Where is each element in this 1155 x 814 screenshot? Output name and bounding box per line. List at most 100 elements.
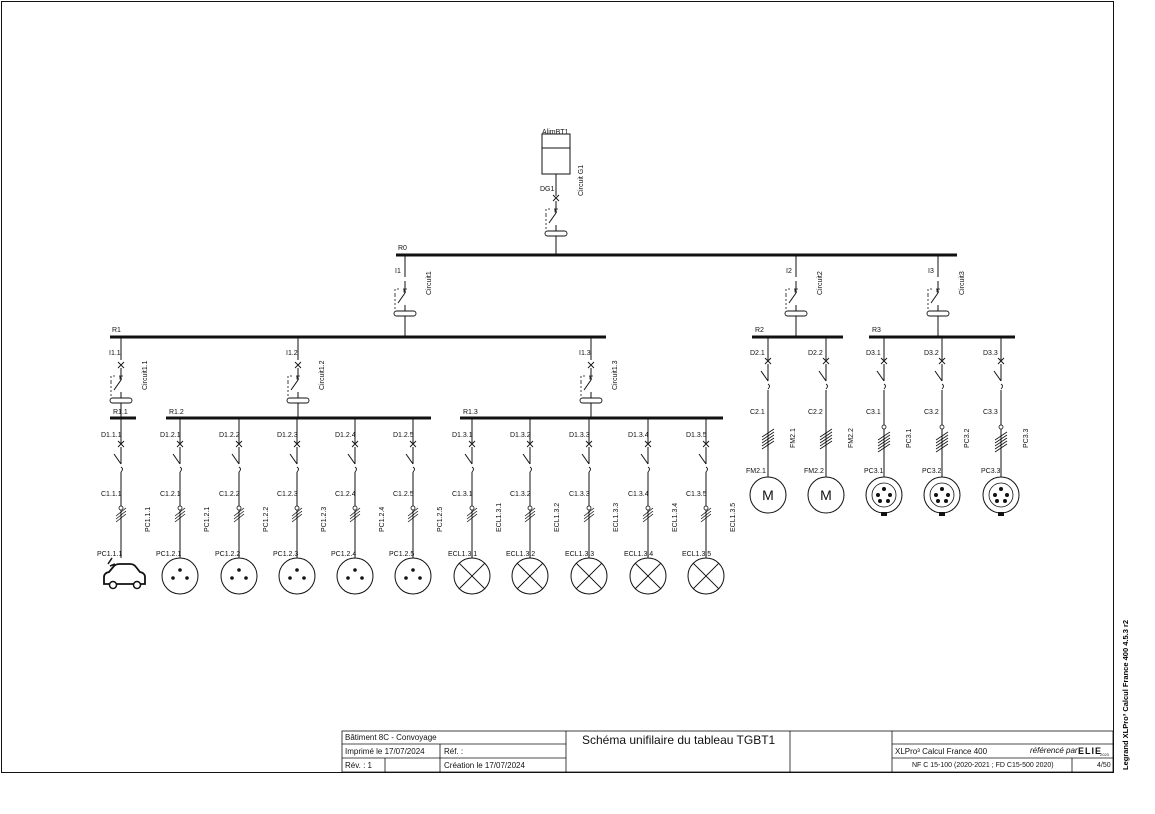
load-PC1.2.4-pin-icon xyxy=(346,576,350,580)
breaker-D1.2.4-label: D1.2.4 xyxy=(335,432,356,439)
breaker-D1.2.5-trip-icon xyxy=(412,466,415,473)
cable-C1.2.4-label: C1.2.4 xyxy=(335,491,356,498)
load-PC3.2-pin-icon xyxy=(944,499,948,503)
incomer-i2-switch-icon xyxy=(788,292,797,304)
breaker-D3.2-switch-icon xyxy=(934,370,943,382)
circuit-Circuit1.2-label: Circuit1.2 xyxy=(319,360,326,390)
cable-C2.2-conductor-icon xyxy=(819,434,833,444)
cable-PC3.3-circuit-label: PC3.3 xyxy=(1023,428,1030,448)
incomer-I1.2-contact-icon xyxy=(296,375,300,380)
load-PC3.3-pin-icon xyxy=(1005,493,1009,497)
load-PC1.1.1-car-icon xyxy=(103,563,146,585)
load-PC3.3-pin-icon xyxy=(993,493,997,497)
breaker-D1.1.1-cross-icon xyxy=(117,440,125,448)
incomer-I1.1-label: I1.1 xyxy=(109,350,121,357)
incomer-I1.3-toroid-icon xyxy=(579,397,603,404)
incomer-i3-circuit-label: Circuit3 xyxy=(959,271,966,295)
incomer-i3-toroid-icon xyxy=(926,310,950,317)
cable-C1.2.5-conductor-icon xyxy=(407,510,419,520)
cable-C1.2.4-node-icon xyxy=(352,505,358,511)
load-PC1.2.3-pin-icon xyxy=(295,568,299,572)
load-PC3.2-ring-icon xyxy=(929,482,955,508)
breaker-D1.2.5-label: D1.2.5 xyxy=(393,432,414,439)
cable-C1.2.4-conductor-icon xyxy=(349,513,361,523)
referenced-by: référencé par xyxy=(1030,746,1078,755)
cable-C3.1-conductor-icon xyxy=(877,440,891,450)
cable-C3.1-conductor-icon xyxy=(877,434,891,444)
breaker-D1.2.1-trip-icon xyxy=(179,466,182,473)
breaker-D3.1-trip-icon xyxy=(883,383,886,390)
cable-C2.2-conductor-icon xyxy=(819,440,833,450)
incomer-i3-enclosure-icon xyxy=(927,288,934,295)
breaker-D1.3.2-switch-icon xyxy=(522,453,531,465)
cable-C1.3.4-conductor-icon xyxy=(642,513,654,523)
incomer-i2-contact-icon xyxy=(794,288,798,293)
revision: Rév. : 1 xyxy=(345,761,373,770)
main-breaker-enclosure-icon xyxy=(545,208,552,215)
breaker-D1.3.2-label: D1.3.2 xyxy=(510,432,531,439)
breaker-D1.3.1-switch-icon xyxy=(464,453,473,465)
cable-C1.2.1-conductor-icon xyxy=(174,510,186,520)
breaker-D1.1.1-switch-icon xyxy=(113,453,122,465)
cable-C1.2.5-label: C1.2.5 xyxy=(393,491,414,498)
norms: NF C 15-100 (2020-2021 ; FD C15-500 2020… xyxy=(912,762,1054,769)
load-PC1.2.4-pin-icon xyxy=(353,568,357,572)
cable-C3.1-conductor-icon xyxy=(877,431,891,441)
incomer-I1.2-cross-icon xyxy=(294,361,302,369)
incomer-I1.2-switch-icon xyxy=(290,379,299,391)
breaker-D1.2.4-cross-icon xyxy=(351,440,359,448)
main-breaker-cross-icon xyxy=(552,194,560,202)
breaker-D2.1-cross-icon xyxy=(764,357,772,365)
circuit-Circuit1.3-label: Circuit1.3 xyxy=(612,360,619,390)
transformer-icon xyxy=(541,133,571,175)
cable-C2.2-label: C2.2 xyxy=(808,409,823,416)
incomer-i3-contact-icon xyxy=(936,288,940,293)
load-PC1.2.5-label: PC1.2.5 xyxy=(389,551,414,558)
cable-C3.3-conductor-icon xyxy=(994,443,1008,453)
main-breaker-contact-icon xyxy=(554,208,558,213)
load-ECL1.3.2-label: ECL1.3.2 xyxy=(506,551,535,558)
cable-C1.3.3-label: C1.3.3 xyxy=(569,491,590,498)
cable-C1.3.4-label: C1.3.4 xyxy=(628,491,649,498)
load-PC1.2.5-pin-icon xyxy=(404,576,408,580)
breaker-D1.2.3-trip-icon xyxy=(296,466,299,473)
cable-C3.2-conductor-icon xyxy=(935,440,949,450)
cable-C1.3.1-conductor-icon xyxy=(466,513,478,523)
incomer-i3-label: I3 xyxy=(928,268,934,275)
page-number: 4/50 xyxy=(1097,762,1111,769)
cable-C1.3.3-node-icon xyxy=(586,505,592,511)
load-ECL1.3.1-lamp-cross-icon xyxy=(458,562,486,590)
load-PC1.2.4-socket-icon xyxy=(336,557,374,595)
load-ECL1.3.4-label: ECL1.3.4 xyxy=(624,551,653,558)
load-PC1.1.1-circuit-label: PC1.1.1 xyxy=(145,507,152,532)
load-PC3.3-key-icon xyxy=(998,512,1004,516)
load-PC3.2-pin-icon xyxy=(936,499,940,503)
load-PC3.3-industrial-socket-icon xyxy=(982,476,1020,514)
load-PC1.2.1-circuit-label: PC1.2.1 xyxy=(204,507,211,532)
load-ECL1.3.5-lamp-cross-icon xyxy=(692,562,720,590)
cable-C1.2.2-conductor-icon xyxy=(233,510,245,520)
cable-C3.2-conductor-icon xyxy=(935,431,949,441)
breaker-D1.3.4-trip-icon xyxy=(647,466,650,473)
incomer-I1.1-contact-icon xyxy=(119,375,123,380)
breaker-D1.3.5-label: D1.3.5 xyxy=(686,432,707,439)
bus-R1.1-label: R1.1 xyxy=(113,409,128,416)
printed-date: Imprimé le 17/07/2024 xyxy=(345,747,425,756)
incomer-I1.1-cross-icon xyxy=(117,361,125,369)
load-PC1.1.1-wheel-icon xyxy=(108,580,118,590)
breaker-D1.3.4-cross-icon xyxy=(644,440,652,448)
cable-C1.1.1-node-icon xyxy=(118,505,124,511)
incomer-I1.3-cross-icon xyxy=(587,361,595,369)
cable-FM2.2-circuit-label: FM2.2 xyxy=(848,428,855,448)
breaker-D1.2.1-switch-icon xyxy=(172,453,181,465)
cable-C1.3.4-node-icon xyxy=(645,505,651,511)
load-PC1.2.1-label: PC1.2.1 xyxy=(156,551,181,558)
cable-C1.2.5-node-icon xyxy=(410,505,416,511)
load-PC3.3-pin-icon xyxy=(1003,499,1007,503)
cable-C1.3.4-conductor-icon xyxy=(642,510,654,520)
breaker-D1.3.1-label: D1.3.1 xyxy=(452,432,473,439)
cable-C1.3.5-node-icon xyxy=(703,505,709,511)
load-PC1.2.3-pin-icon xyxy=(302,576,306,580)
cable-FM2.1-circuit-label: FM2.1 xyxy=(790,428,797,448)
breaker-D2.2-switch-icon xyxy=(818,370,827,382)
